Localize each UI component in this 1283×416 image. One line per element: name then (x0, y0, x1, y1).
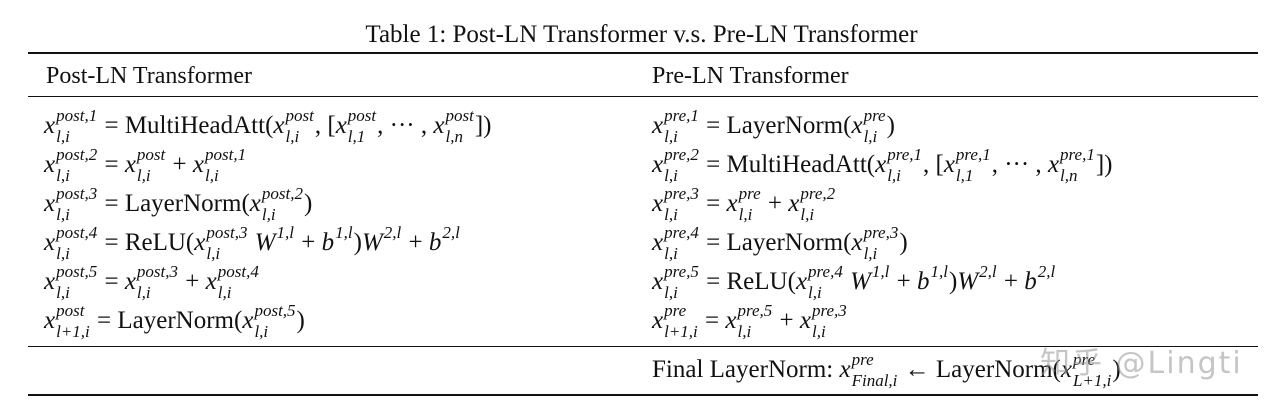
top-rule (28, 52, 1258, 54)
header-rule (28, 96, 1258, 97)
bottom-rule (28, 394, 1258, 396)
column-header-post-ln: Post-LN Transformer (46, 63, 253, 89)
column-header-pre-ln: Pre-LN Transformer (652, 63, 849, 89)
table-caption: Table 1: Post-LN Transformer v.s. Pre-LN… (365, 21, 918, 48)
final-separator-rule (28, 346, 1258, 347)
